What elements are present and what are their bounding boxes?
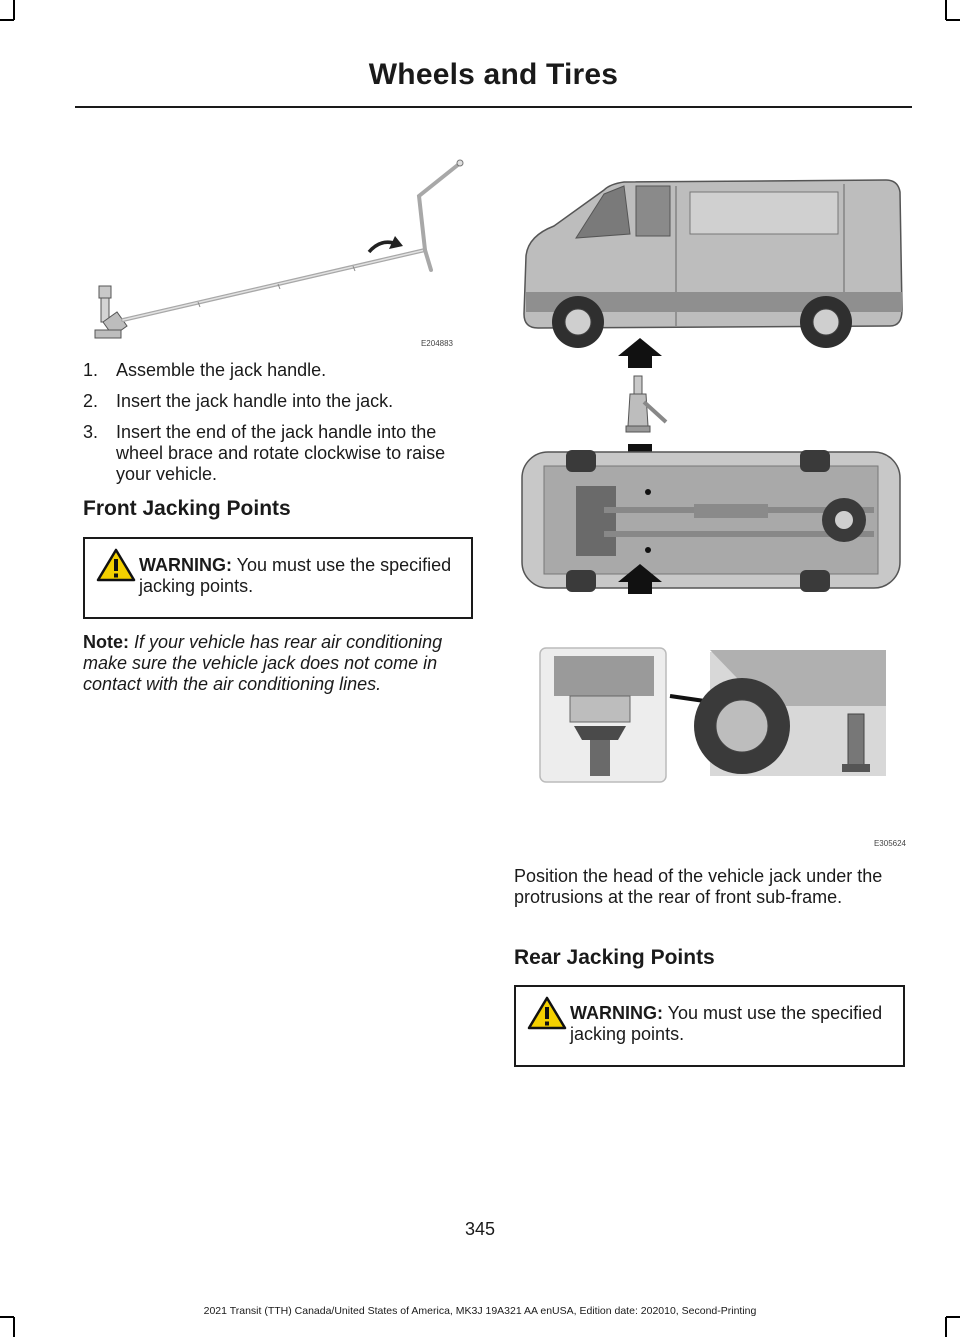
step-list: 1. Assemble the jack handle. 2. Insert the…: [83, 360, 475, 495]
position-paragraph: Position the head of the vehicle jack un…: [514, 866, 883, 907]
list-item: 3. Insert the end of the jack handle into…: [83, 422, 475, 485]
jacking-points-figure: E305624: [521, 179, 907, 848]
jack-assembly-figure: E204883: [94, 159, 464, 348]
step-number: 3.: [83, 422, 99, 442]
arrow-up-icon: [618, 338, 662, 368]
crop-mark: [13, 1317, 15, 1337]
list-item: 1. Assemble the jack handle.: [83, 360, 475, 381]
figure-code: E305624: [874, 839, 907, 848]
arrow-up-icon: [618, 564, 662, 594]
page-number: 345: [464, 1219, 496, 1239]
jack-head-detail: [539, 647, 667, 783]
page-title: Wheels and Tires: [368, 58, 619, 91]
front-jacking-heading: Front Jacking Points: [83, 497, 291, 520]
step-text: Insert the end of the jack handle into t…: [116, 422, 446, 484]
note-text: If your vehicle has rear air conditionin…: [83, 632, 443, 694]
crop-mark: [946, 19, 960, 21]
crop-mark: [945, 1317, 947, 1337]
step-number: 2.: [83, 391, 99, 411]
warning-text: You must use the specified jacking point…: [139, 555, 452, 596]
crop-mark: [945, 0, 947, 20]
warning-icon: [527, 996, 567, 1030]
front-warning-box: WARNING: You must use the specified jack…: [83, 537, 473, 619]
rear-warning-box: WARNING: You must use the specified jack…: [514, 985, 905, 1067]
rear-jacking-heading: Rear Jacking Points: [514, 946, 715, 969]
title-divider: [75, 106, 912, 108]
figure-code: E204883: [421, 339, 454, 348]
crop-mark: [13, 0, 15, 20]
footer-text: 2021 Transit (TTH) Canada/United States …: [203, 1305, 757, 1317]
rotate-arrow-icon: [367, 236, 403, 254]
warning-label: WARNING:: [570, 1003, 663, 1023]
step-text: Assemble the jack handle.: [116, 360, 327, 380]
list-item: 2. Insert the jack handle into the jack.: [83, 391, 475, 412]
crop-mark: [0, 19, 14, 21]
warning-text: You must use the specified jacking point…: [570, 1003, 883, 1044]
crop-mark: [946, 1316, 960, 1318]
warning-icon: [96, 548, 136, 582]
note-label: Note:: [83, 632, 129, 652]
van-side-view: [523, 179, 903, 348]
jack-icon: [94, 285, 128, 339]
warning-label: WARNING:: [139, 555, 232, 575]
wheel-jack-view: [694, 650, 886, 776]
crop-mark: [0, 1316, 14, 1318]
note-paragraph: Note: If your vehicle has rear air condi…: [83, 632, 475, 695]
van-underside-view: [521, 450, 901, 592]
step-number: 1.: [83, 360, 99, 380]
step-text: Insert the jack handle into the jack.: [116, 391, 394, 411]
jack-icon: [625, 375, 668, 433]
